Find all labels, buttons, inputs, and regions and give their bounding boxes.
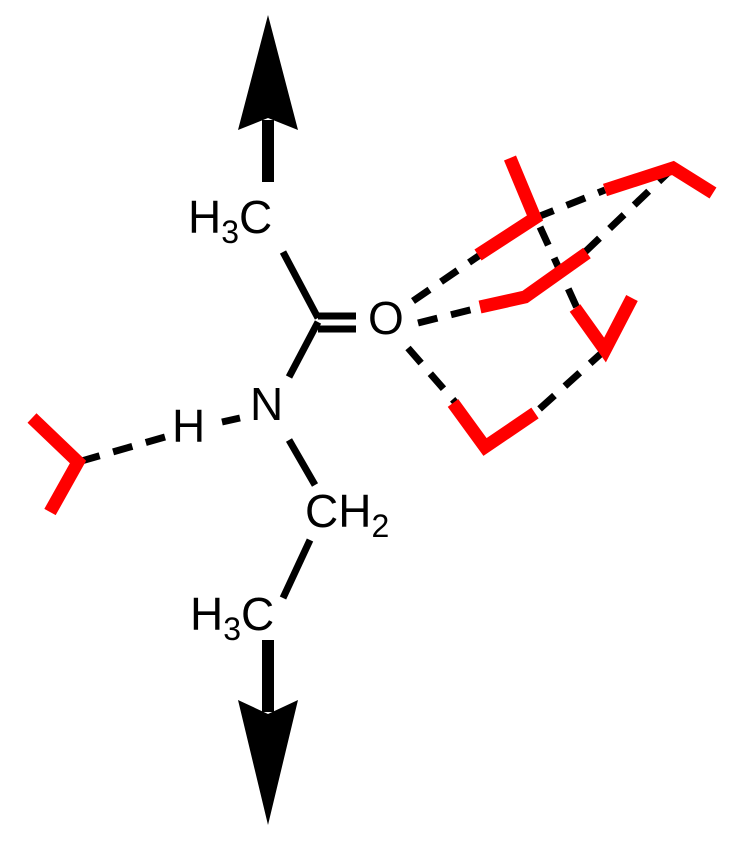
label-oxygen: O xyxy=(368,292,404,344)
label-hydrogen: H xyxy=(172,400,205,452)
arrow-up xyxy=(238,15,298,182)
label-nitrogen: N xyxy=(250,378,283,430)
bond-ch2-ch3 xyxy=(279,538,314,600)
label-methyl-bottom: H3C xyxy=(190,588,274,647)
label-methyl-top: H3C xyxy=(188,191,272,250)
bond-c-n xyxy=(285,320,322,379)
water-3 xyxy=(478,247,591,314)
bond-c-c xyxy=(279,250,322,320)
arrow-down xyxy=(238,640,298,825)
water-2 xyxy=(602,160,717,199)
water-left xyxy=(27,413,87,516)
water-4 xyxy=(569,295,638,363)
bond-n-ch2 xyxy=(285,438,319,487)
label-methylene: CH2 xyxy=(305,485,389,544)
water-1 xyxy=(474,155,544,261)
water-5 xyxy=(447,399,539,456)
